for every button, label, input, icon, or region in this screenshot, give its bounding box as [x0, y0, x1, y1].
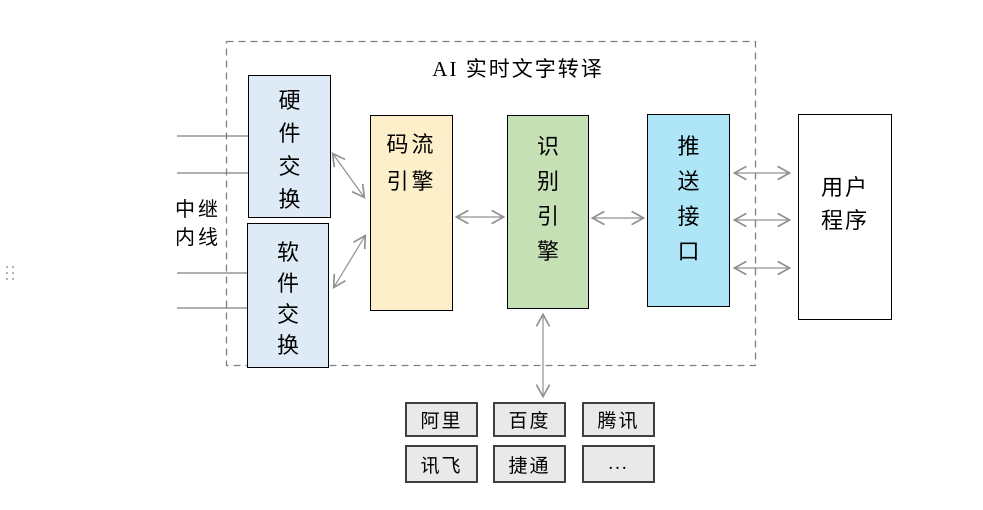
- stream-engine-box: 码流 引擎: [370, 115, 453, 311]
- hardware-switch-box: 硬 件 交 换: [248, 75, 331, 218]
- vendor-box-baidu: 百度: [493, 402, 566, 437]
- hardware-switch-char: 交: [278, 154, 301, 179]
- vendor-box-jietong: 捷通: [493, 445, 566, 483]
- diagram-title: AI 实时文字转译: [432, 57, 604, 81]
- stream-engine-line: 引擎: [386, 169, 437, 194]
- push-interface-char: 口: [677, 239, 700, 264]
- trunk-label-line1: 中继: [175, 199, 221, 221]
- trunk-label-line2: 内线: [175, 227, 221, 249]
- trunk-line-label: 中继 内线: [175, 196, 235, 252]
- software-switch-char: 交: [276, 302, 299, 327]
- software-switch-box: 软 件 交 换: [247, 223, 329, 368]
- drag-handle-dots-icon[interactable]: [6, 266, 16, 283]
- vendor-box-more: ...: [582, 445, 655, 483]
- trunk-lines: [177, 135, 248, 309]
- recognition-engine-char: 识: [536, 134, 559, 159]
- recognition-engine-char: 擎: [536, 239, 559, 264]
- stream-engine-line: 码流: [386, 132, 437, 157]
- software-switch-char: 换: [276, 333, 299, 358]
- hardware-switch-char: 件: [278, 121, 301, 146]
- user-program-line: 程序: [820, 208, 869, 233]
- user-program-box: 用户 程序: [798, 114, 892, 320]
- push-interface-box: 推 送 接 口: [647, 114, 730, 307]
- arrow-software-to-stream: [332, 233, 367, 290]
- push-interface-char: 接: [677, 204, 700, 229]
- software-switch-char: 软: [276, 240, 299, 265]
- recognition-engine-char: 引: [536, 204, 559, 229]
- recognition-engine-box: 识 别 引 擎: [507, 115, 589, 309]
- vendor-box-ali: 阿里: [405, 402, 478, 437]
- arrow-hardware-to-stream: [331, 152, 366, 199]
- push-interface-char: 推: [677, 134, 700, 159]
- vendor-box-tencent: 腾讯: [582, 402, 655, 437]
- connector-arrows: [331, 152, 792, 399]
- user-program-line: 用户: [820, 175, 869, 200]
- recognition-engine-char: 别: [536, 169, 559, 194]
- push-interface-char: 送: [677, 169, 700, 194]
- system-boundary-dashed-box: [225, 40, 757, 367]
- software-switch-char: 件: [276, 271, 299, 296]
- hardware-switch-char: 硬: [278, 88, 301, 113]
- hardware-switch-char: 换: [278, 187, 301, 212]
- vendor-box-xunfei: 讯飞: [405, 445, 478, 483]
